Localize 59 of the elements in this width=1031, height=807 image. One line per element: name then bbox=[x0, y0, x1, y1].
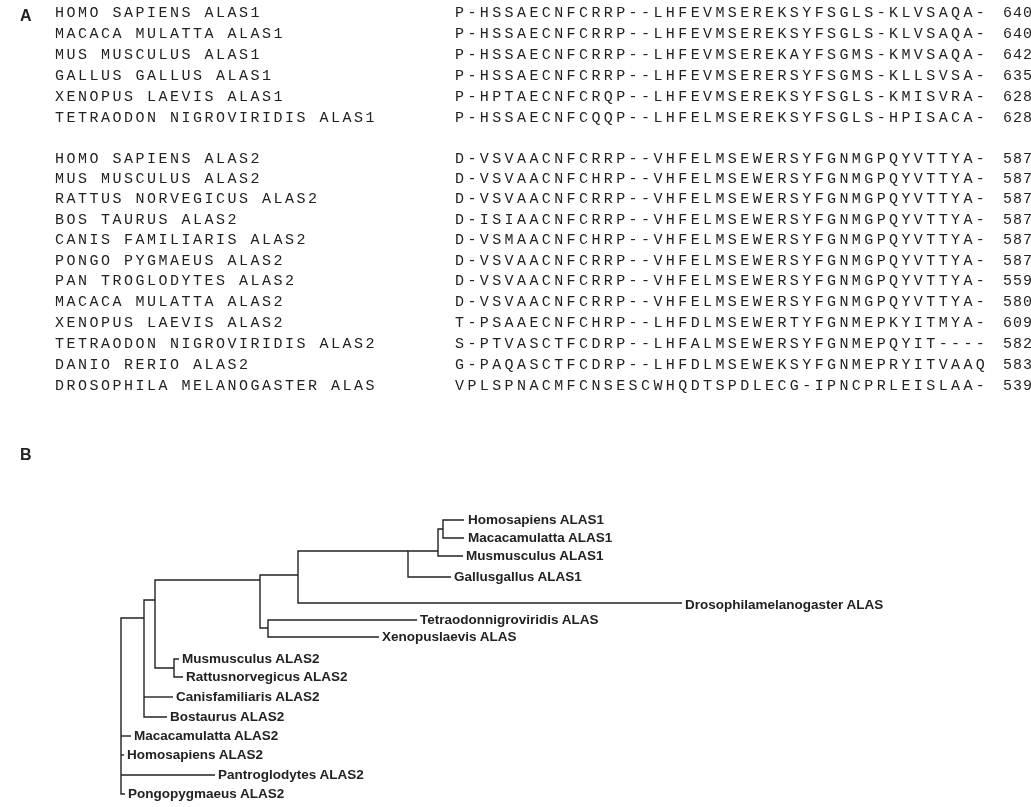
leaf-label: Gallusgallus ALAS1 bbox=[454, 569, 582, 585]
leaf-label: Musmusculus ALAS1 bbox=[466, 548, 604, 564]
sequence: D-VSVAACNFCRRP--VHFELMSEWERSYFGNMGPQYVTTYA- bbox=[455, 192, 989, 208]
panel-label: A bbox=[20, 8, 32, 24]
species-name: TETRAODON NIGROVIRIDIS ALAS2 bbox=[55, 337, 378, 353]
leaf-label: Canisfamiliaris ALAS2 bbox=[176, 689, 320, 705]
sequence: P-HSSAECNFCRRP--LHFEVMSEREKSYFSGLS-KLVSAQA- bbox=[455, 6, 989, 22]
species-name: BOS TAURUS ALAS2 bbox=[55, 213, 240, 229]
sequence: G-PAQASCTFCDRP--LHFDLMSEWEKSYFGNMEPRYITVAAQ bbox=[455, 358, 989, 374]
species-name: HOMO SAPIENS ALAS2 bbox=[55, 152, 263, 168]
sequence: P-HSSAECNFCRRP--LHFEVMSEREKAYFSGMS-KMVSAQA- bbox=[455, 48, 989, 64]
leaf-label: Macacamulatta ALAS1 bbox=[468, 530, 613, 546]
sequence: T-PSAAECNFCHRP--LHFDLMSEWERTYFGNMEPKYITMYA- bbox=[455, 316, 989, 332]
sequence: D-ISIAACNFCRRP--VHFELMSEWERSYFGNMGPQYVTTYA- bbox=[455, 213, 989, 229]
sequence: D-VSVAACNFCRRP--VHFELMSEWERSYFGNMGPQYVTTYA- bbox=[455, 152, 989, 168]
panel-label: B bbox=[20, 447, 32, 463]
sequence: D-VSVAACNFCRRP--VHFELMSEWERSYFGNMGPQYVTTYA- bbox=[455, 254, 989, 270]
sequence: D-VSVAACNFCHRP--VHFELMSEWERSYFGNMGPQYVTTYA- bbox=[455, 172, 989, 188]
species-name: XENOPUS LAEVIS ALAS1 bbox=[55, 90, 286, 106]
sequence: VPLSPNACMFCNSESCWHQDTSPDLECG-IPNCPRLEISLAA- bbox=[455, 379, 989, 395]
species-name: TETRAODON NIGROVIRIDIS ALAS1 bbox=[55, 111, 378, 127]
species-name: GALLUS GALLUS ALAS1 bbox=[55, 69, 274, 85]
leaf-label: Homosapiens ALAS2 bbox=[127, 747, 264, 763]
residue-number: 587 bbox=[1003, 152, 1031, 168]
species-name: DANIO RERIO ALAS2 bbox=[55, 358, 251, 374]
residue-number: 587 bbox=[1003, 233, 1031, 249]
leaf-label: Rattusnorvegicus ALAS2 bbox=[186, 669, 348, 685]
species-name: XENOPUS LAEVIS ALAS2 bbox=[55, 316, 286, 332]
sequence: D-VSVAACNFCRRP--VHFELMSEWERSYFGNMGPQYVTTYA- bbox=[455, 295, 989, 311]
leaf-label: Xenopuslaevis ALAS bbox=[382, 629, 517, 645]
leaf-label: Pongopygmaeus ALAS2 bbox=[128, 786, 285, 802]
species-name: PAN TROGLODYTES ALAS2 bbox=[55, 274, 297, 290]
sequence: P-HSSAECNFCRRP--LHFEVMSEREKSYFSGLS-KLVSAQA- bbox=[455, 27, 989, 43]
residue-number: 587 bbox=[1003, 192, 1031, 208]
leaf-label: Pantroglodytes ALAS2 bbox=[218, 767, 364, 783]
residue-number: 587 bbox=[1003, 254, 1031, 270]
sequence: S-PTVASCTFCDRP--LHFALMSEWERSYFGNMEPQYIT---- bbox=[455, 337, 989, 353]
leaf-label: Drosophilamelanogaster ALAS bbox=[685, 597, 884, 613]
sequence: D-VSVAACNFCRRP--VHFELMSEWERSYFGNMGPQYVTTYA- bbox=[455, 274, 989, 290]
species-name: RATTUS NORVEGICUS ALAS2 bbox=[55, 192, 320, 208]
sequence: P-HSSAECNFCRRP--LHFEVMSERERSYFSGMS-KLLSVSA- bbox=[455, 69, 989, 85]
species-name: CANIS FAMILIARIS ALAS2 bbox=[55, 233, 309, 249]
sequence: D-VSMAACNFCHRP--VHFELMSEWERSYFGNMGPQYVTTYA- bbox=[455, 233, 989, 249]
leaf-label: Homosapiens ALAS1 bbox=[468, 512, 605, 528]
species-name: MUS MUSCULUS ALAS2 bbox=[55, 172, 263, 188]
species-name: MACACA MULATTA ALAS1 bbox=[55, 27, 286, 43]
species-name: DROSOPHILA MELANOGASTER ALAS bbox=[55, 379, 378, 395]
species-name: HOMO SAPIENS ALAS1 bbox=[55, 6, 263, 22]
species-name: MUS MUSCULUS ALAS1 bbox=[55, 48, 263, 64]
leaf-label: Bostaurus ALAS2 bbox=[170, 709, 285, 725]
sequence: P-HPTAECNFCRQP--LHFEVMSEREKSYFSGLS-KMISVRA- bbox=[455, 90, 989, 106]
species-name: MACACA MULATTA ALAS2 bbox=[55, 295, 286, 311]
leaf-label: Macacamulatta ALAS2 bbox=[134, 728, 279, 744]
residue-number: 587 bbox=[1003, 172, 1031, 188]
leaf-label: Tetraodonnigroviridis ALAS bbox=[420, 612, 599, 628]
species-name: PONGO PYGMAEUS ALAS2 bbox=[55, 254, 286, 270]
sequence: P-HSSAECNFCQQP--LHFELMSEREKSYFSGLS-HPISACA- bbox=[455, 111, 989, 127]
residue-number: 587 bbox=[1003, 213, 1031, 229]
leaf-label: Musmusculus ALAS2 bbox=[182, 651, 320, 667]
